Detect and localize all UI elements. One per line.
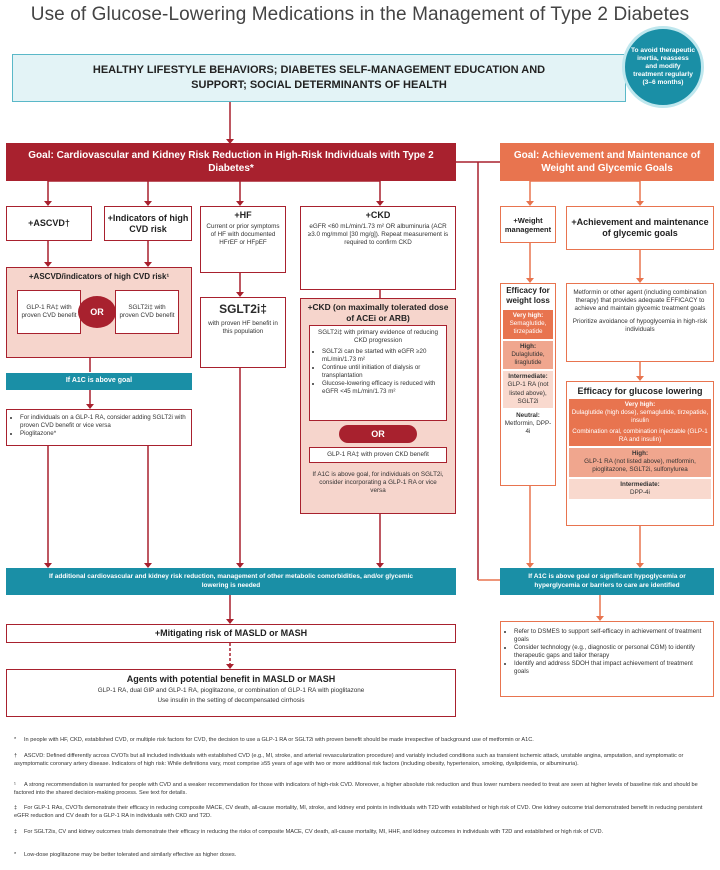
ew-intermediate: GLP-1 RA (not listed above), SGLT2i bbox=[507, 381, 549, 405]
efficacy-glucose-box: Efficacy for glucose lowering Very high:… bbox=[566, 381, 714, 526]
right-a1c-bar: If A1C is above goal or significant hypo… bbox=[500, 568, 714, 595]
right-points-box: Refer to DSMES to support self-efficacy … bbox=[500, 621, 714, 697]
a1c-goal-bar: If A1C is above goal bbox=[6, 373, 192, 390]
ckd-glp1-box: GLP-1 RA‡ with proven CKD benefit bbox=[309, 447, 447, 463]
ew-high-label: High: bbox=[519, 342, 537, 350]
efficacy-glucose-title: Efficacy for glucose lowering bbox=[577, 386, 703, 396]
additional-risk-bar: If additional cardiovascular and kidney … bbox=[6, 568, 456, 595]
glycemic-text-2: Prioritize avoidance of hypoglycemia in … bbox=[572, 317, 708, 333]
footnote: ‡For GLP-1 RAs, CVOTs demonstrate their … bbox=[14, 805, 703, 819]
agents-title: Agents with potential benefit in MASLD o… bbox=[126, 674, 336, 684]
hf-text: Current or prior symptoms of HF with doc… bbox=[206, 223, 280, 247]
indicators-box: +Indicators of high CVD risk bbox=[104, 206, 192, 241]
or-badge: OR bbox=[78, 296, 116, 328]
ckd-max-title: +CKD (on maximally tolerated dose of ACE… bbox=[307, 302, 449, 323]
sglt2-hf-box: SGLT2i‡ with proven HF benefit in this p… bbox=[200, 297, 286, 368]
a1c-point: For individuals on a GLP-1 RA, consider … bbox=[20, 414, 187, 430]
glycemic-goals-box: +Achievement and maintenance of glycemic… bbox=[566, 206, 714, 250]
hf-title: +HF bbox=[234, 210, 252, 220]
ckd-point: SGLT2i can be started with eGFR ≥20 mL/m… bbox=[322, 348, 443, 364]
right-point: Identify and address SDOH that impact ac… bbox=[514, 660, 709, 676]
ascvd-risk-title: +ASCVD/indicators of high CVD risk¹ bbox=[28, 272, 170, 281]
ew-high: Dulaglutide, liraglutide bbox=[511, 350, 545, 367]
ckd-sglt2-box: SGLT2i‡ with primary evidence of reducin… bbox=[309, 325, 447, 421]
glycemic-text-1: Metformin or other agent (including comb… bbox=[573, 289, 707, 313]
ckd-sglt2-lead: SGLT2i‡ with primary evidence of reducin… bbox=[318, 329, 438, 345]
efficacy-weight-box: Efficacy for weight loss Very high: Sema… bbox=[500, 283, 556, 486]
ascvd-risk-box: +ASCVD/indicators of high CVD risk¹ GLP-… bbox=[6, 267, 192, 358]
agents-text-2: Use insulin in the setting of decompensa… bbox=[157, 697, 305, 705]
eg-high-label: High: bbox=[631, 450, 649, 458]
right-point: Refer to DSMES to support self-efficacy … bbox=[514, 628, 709, 644]
ckd-point: Continue until initiation of dialysis or… bbox=[322, 364, 443, 380]
sglt2-hf-text: with proven HF benefit in this populatio… bbox=[208, 320, 278, 336]
masld-box: +Mitigating risk of MASLD or MASH bbox=[6, 624, 456, 643]
footnote: †ASCVD: Defined differently across CVOTs… bbox=[14, 753, 684, 767]
agents-text-1: GLP-1 RA, dual GIP and GLP-1 RA, pioglit… bbox=[97, 687, 365, 694]
right-point: Consider technology (e.g., diagnostic or… bbox=[514, 644, 709, 660]
footnote: *Low-dose pioglitazone may be better tol… bbox=[14, 852, 237, 858]
agents-box: Agents with potential benefit in MASLD o… bbox=[6, 669, 456, 717]
ckd-point: Glucose-lowering efficacy is reduced wit… bbox=[322, 380, 443, 396]
eg-intermediate-label: Intermediate: bbox=[620, 480, 660, 488]
ew-veryhigh: Semaglutide, tirzepatide bbox=[509, 320, 547, 336]
hf-box: +HF Current or prior symptoms of HF with… bbox=[200, 206, 286, 273]
reassess-badge: To avoid therapeutic inertia, reassess a… bbox=[622, 26, 704, 108]
footnote: *In people with HF, CKD, established CVD… bbox=[14, 737, 534, 743]
ew-neutral-label: Neutral: bbox=[516, 412, 540, 420]
eg-veryhigh-label: Very high: bbox=[624, 401, 656, 408]
ckd-title: +CKD bbox=[365, 210, 391, 220]
ascvd-box: +ASCVD† bbox=[6, 206, 92, 241]
a1c-point: Pioglitazone* bbox=[20, 430, 187, 438]
glycemic-text-box: Metformin or other agent (including comb… bbox=[566, 283, 714, 362]
goal-cv-kidney-header: Goal: Cardiovascular and Kidney Risk Red… bbox=[6, 143, 456, 181]
eg-intermediate: DPP-4i bbox=[630, 488, 650, 496]
sglt2-cvd-box: SGLT2i‡ with proven CVD benefit bbox=[115, 290, 179, 334]
lifestyle-banner: HEALTHY LIFESTYLE BEHAVIORS; DIABETES SE… bbox=[12, 54, 626, 102]
goal-weight-glycemic-header: Goal: Achievement and Maintenance of Wei… bbox=[500, 143, 714, 181]
ckd-or-badge: OR bbox=[339, 425, 417, 443]
eg-veryhigh: Dulaglutide (high dose), semaglutide, ti… bbox=[571, 409, 709, 425]
eg-veryhigh-2: Combination oral, combination injectable… bbox=[572, 427, 708, 443]
weight-mgmt-box: +Weight management bbox=[500, 206, 556, 243]
ew-veryhigh-label: Very high: bbox=[512, 312, 544, 319]
sglt2-title: SGLT2i‡ bbox=[219, 302, 267, 316]
eg-high: GLP-1 RA (not listed above), metformin, … bbox=[584, 458, 696, 474]
efficacy-weight-title: Efficacy for weight loss bbox=[506, 286, 550, 305]
ckd-a1c-text: If A1C is above goal, for individuals on… bbox=[312, 471, 444, 495]
glp1-cvd-box: GLP-1 RA‡ with proven CVD benefit bbox=[17, 290, 81, 334]
ew-intermediate-label: Intermediate: bbox=[508, 373, 548, 381]
ckd-max-box: +CKD (on maximally tolerated dose of ACE… bbox=[300, 298, 456, 514]
page-title: Use of Glucose-Lowering Medications in t… bbox=[30, 4, 690, 25]
a1c-points-box: For individuals on a GLP-1 RA, consider … bbox=[6, 409, 192, 446]
ckd-text: eGFR <60 mL/min/1.73 m² OR albuminuria (… bbox=[307, 223, 449, 247]
ckd-box: +CKD eGFR <60 mL/min/1.73 m² OR albuminu… bbox=[300, 206, 456, 290]
ew-neutral: Metformin, DPP-4i bbox=[504, 420, 552, 436]
footnote: ‡For SGLT2is, CV and kidney outcomes tri… bbox=[14, 829, 604, 835]
